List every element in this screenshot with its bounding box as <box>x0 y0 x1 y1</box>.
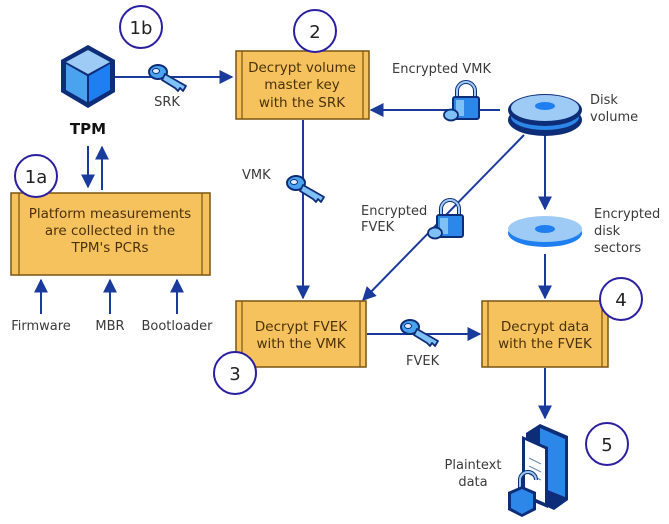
step-3: 3 <box>213 351 257 395</box>
decrypt-vmk-line-3: with the SRK <box>259 95 346 111</box>
svg-text:5: 5 <box>601 435 612 456</box>
encrypted-fvek-lock-icon <box>426 198 465 241</box>
platform-line-1: Platform measurements <box>29 206 191 222</box>
decrypt-data-line-2: with the FVEK <box>498 336 593 352</box>
encrypted-sectors-label-3: sectors <box>594 241 641 256</box>
svg-text:3: 3 <box>229 364 240 385</box>
tpm-cube-icon <box>61 45 115 108</box>
plaintext-label-1: Plaintext <box>445 458 502 473</box>
platform-line-2: are collected in the <box>45 223 175 239</box>
svg-text:2: 2 <box>309 22 320 43</box>
decrypt-fvek-line-2: with the VMK <box>256 336 346 352</box>
srk-label: SRK <box>154 95 180 110</box>
disk-volume-icon <box>508 94 582 136</box>
decrypt-vmk-line-1: Decrypt volume <box>248 60 356 76</box>
bootloader-label: Bootloader <box>141 319 213 334</box>
tpm-label: TPM <box>70 120 106 138</box>
disk-volume-label-1: Disk <box>590 93 618 108</box>
step-2: 2 <box>293 9 337 53</box>
box-decrypt-vmk: Decrypt volume master key with the SRK <box>235 50 370 120</box>
encrypted-vmk-lock-icon <box>442 80 481 123</box>
decrypt-vmk-line-2: master key <box>264 77 340 93</box>
platform-line-3: TPM's PCRs <box>70 240 148 256</box>
plaintext-label-2: data <box>458 475 487 490</box>
vmk-key-icon <box>286 175 325 203</box>
disk-volume-label-2: volume <box>590 110 638 125</box>
mbr-label: MBR <box>95 319 124 334</box>
plaintext-document-icon <box>522 424 568 510</box>
encrypted-vmk-label: Encrypted VMK <box>392 62 491 77</box>
encrypted-fvek-label-1: Encrypted <box>361 204 427 219</box>
step-4: 4 <box>599 277 643 321</box>
unlocked-padlock-icon <box>508 470 538 517</box>
encrypted-sectors-icon <box>508 216 582 247</box>
box-decrypt-fvek: Decrypt FVEK with the VMK <box>235 300 367 368</box>
step-1b: 1b <box>119 5 163 49</box>
step-1a: 1a <box>14 154 58 198</box>
encrypted-sectors-label-2: disk <box>594 224 621 239</box>
encrypted-fvek-label-2: FVEK <box>361 220 395 235</box>
box-decrypt-data: Decrypt data with the FVEK <box>481 300 609 368</box>
fvek-label: FVEK <box>406 354 440 369</box>
decrypt-fvek-line-1: Decrypt FVEK <box>255 319 348 335</box>
svg-text:1b: 1b <box>130 18 153 39</box>
firmware-label: Firmware <box>11 319 71 334</box>
encrypted-sectors-label-1: Encrypted <box>594 207 660 222</box>
svg-text:4: 4 <box>615 290 626 311</box>
box-platform-measurements: Platform measurements are collected in t… <box>10 192 211 276</box>
vmk-label: VMK <box>242 168 271 183</box>
svg-text:1a: 1a <box>25 167 47 188</box>
step-5: 5 <box>585 422 629 466</box>
decrypt-data-line-1: Decrypt data <box>501 319 589 335</box>
